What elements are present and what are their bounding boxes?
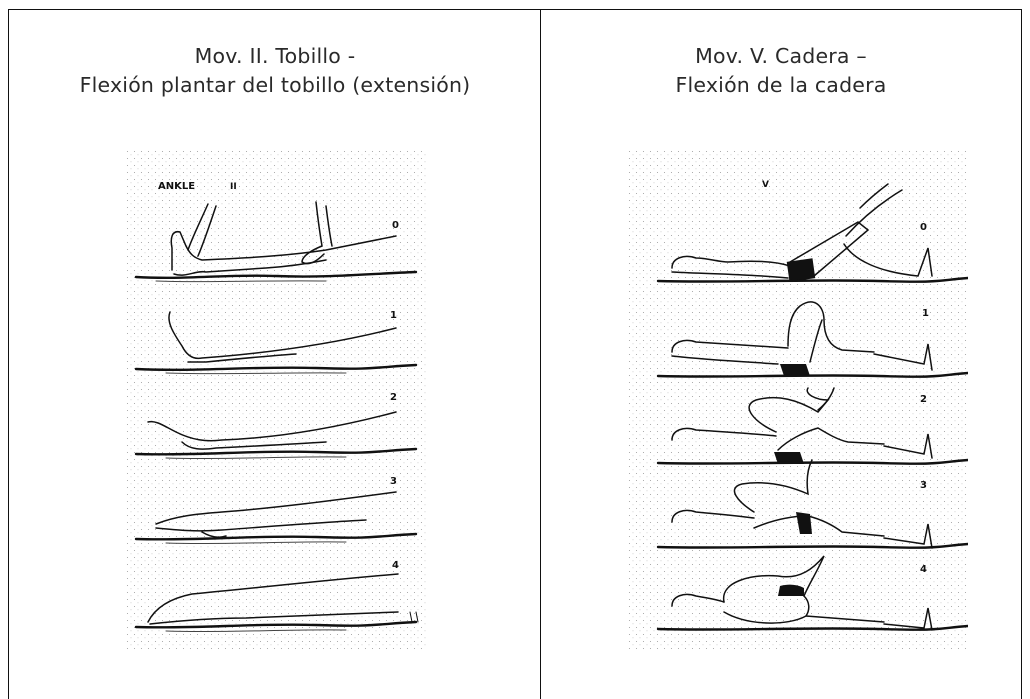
ankle-stage-label-3: 3: [390, 476, 397, 487]
left-title-line1: Mov. II. Tobillo -: [12, 42, 538, 71]
ankle-stage-label-1: 1: [390, 310, 397, 321]
ankle-header-label: ANKLE: [158, 181, 195, 192]
hip-flexion-illustration: V 0 1: [628, 150, 968, 650]
left-title-line2: Flexión plantar del tobillo (extensión): [12, 71, 538, 100]
hip-stage-label-2: 2: [920, 394, 927, 405]
right-roman-numeral: V: [762, 180, 769, 190]
left-panel-title: Mov. II. Tobillo - Flexión plantar del t…: [12, 42, 538, 100]
column-divider: [540, 9, 541, 699]
hip-stage-label-1: 1: [922, 308, 929, 319]
hip-stage-label-0: 0: [920, 222, 927, 233]
hip-stage-label-4: 4: [920, 564, 927, 575]
right-title-line1: Mov. V. Cadera –: [542, 42, 1020, 71]
ankle-plantar-flexion-illustration: ANKLE II 0 1 2: [126, 150, 426, 650]
ankle-stage-label-4: 4: [392, 560, 399, 571]
right-title-line2: Flexión de la cadera: [542, 71, 1020, 100]
right-panel-title: Mov. V. Cadera – Flexión de la cadera: [542, 42, 1020, 100]
left-roman-numeral: II: [230, 182, 237, 192]
ankle-stage-label-0: 0: [392, 220, 399, 231]
ankle-stage-label-2: 2: [390, 392, 397, 403]
hip-stage-label-3: 3: [920, 480, 927, 491]
